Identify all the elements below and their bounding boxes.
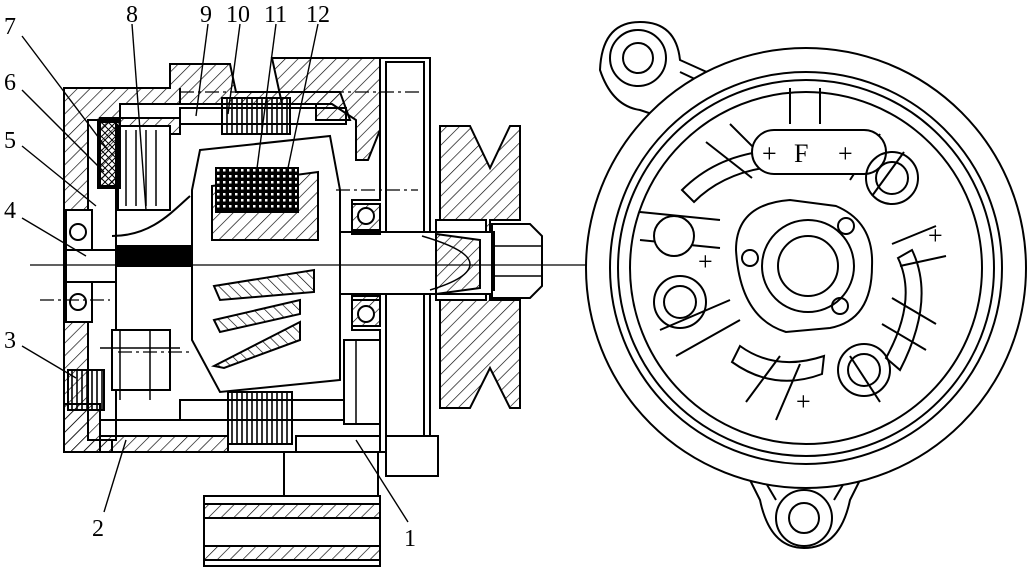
callout-2: 2	[92, 516, 104, 542]
sectional-view	[63, 57, 543, 567]
upper-mount-hole-outer	[609, 29, 667, 87]
plus-sign-3: +	[928, 221, 943, 250]
stator-core-top	[221, 97, 291, 135]
callout-1: 1	[404, 526, 416, 552]
housing-ring-4	[629, 91, 983, 445]
callout-4: 4	[4, 198, 16, 224]
boss-left	[653, 215, 695, 257]
front-lower-bracket	[343, 339, 381, 425]
rear-bearing-cap	[65, 249, 117, 283]
stator-winding-top	[179, 107, 347, 125]
arc-slot-lower	[730, 344, 826, 382]
rotor-lower-wedge-3	[212, 298, 301, 334]
slip-ring-lead	[111, 195, 191, 237]
boss-lower-right	[837, 343, 891, 397]
callout-11: 11	[264, 2, 287, 28]
callouts: 7 6 5 4 3 2 1 8 9 10 11 12	[4, 2, 416, 552]
hub-bore-outer	[761, 219, 855, 313]
plus-sign-5: +	[796, 387, 811, 416]
plus-sign-2: +	[838, 139, 853, 168]
hub-screw-2	[741, 249, 759, 267]
boss-lower-left	[653, 275, 707, 329]
brush-pack	[97, 121, 121, 189]
callout-9: 9	[200, 2, 212, 28]
callout-6: 6	[4, 70, 16, 96]
terminal-label-F: F	[794, 139, 808, 168]
rotor-lower-wedge-2	[210, 320, 301, 370]
leader-lines	[21, 23, 409, 523]
callout-10: 10	[226, 2, 250, 28]
rotor-lower-wedge-1	[212, 268, 315, 302]
housing-ring-3	[617, 79, 995, 457]
mounting-block	[283, 451, 379, 497]
rear-bottom-housing	[63, 403, 229, 453]
housing-ring-2	[609, 71, 1003, 465]
callout-3: 3	[4, 328, 16, 354]
hub-screw-3	[831, 297, 849, 315]
callout-5: 5	[4, 128, 16, 154]
plus-sign-4: +	[698, 247, 713, 276]
lower-mount-hole-outer	[775, 489, 833, 547]
plus-sign-1: +	[762, 139, 777, 168]
callout-8: 8	[126, 2, 138, 28]
upper-mount-hole	[622, 42, 654, 74]
field-coil	[215, 167, 299, 213]
callout-12: 12	[306, 2, 330, 28]
front-foot	[385, 435, 439, 477]
arc-slot-right	[884, 248, 923, 372]
hub-screw-1	[837, 217, 855, 235]
top-slot	[789, 88, 821, 124]
end-view: F + + + + +	[585, 20, 1027, 550]
callout-7: 7	[4, 14, 16, 40]
lower-mount-hole	[788, 502, 820, 534]
shaft-nut	[491, 223, 543, 299]
center-lines	[30, 91, 598, 353]
boss-upper-right	[865, 151, 919, 205]
hub-bore	[777, 235, 839, 297]
